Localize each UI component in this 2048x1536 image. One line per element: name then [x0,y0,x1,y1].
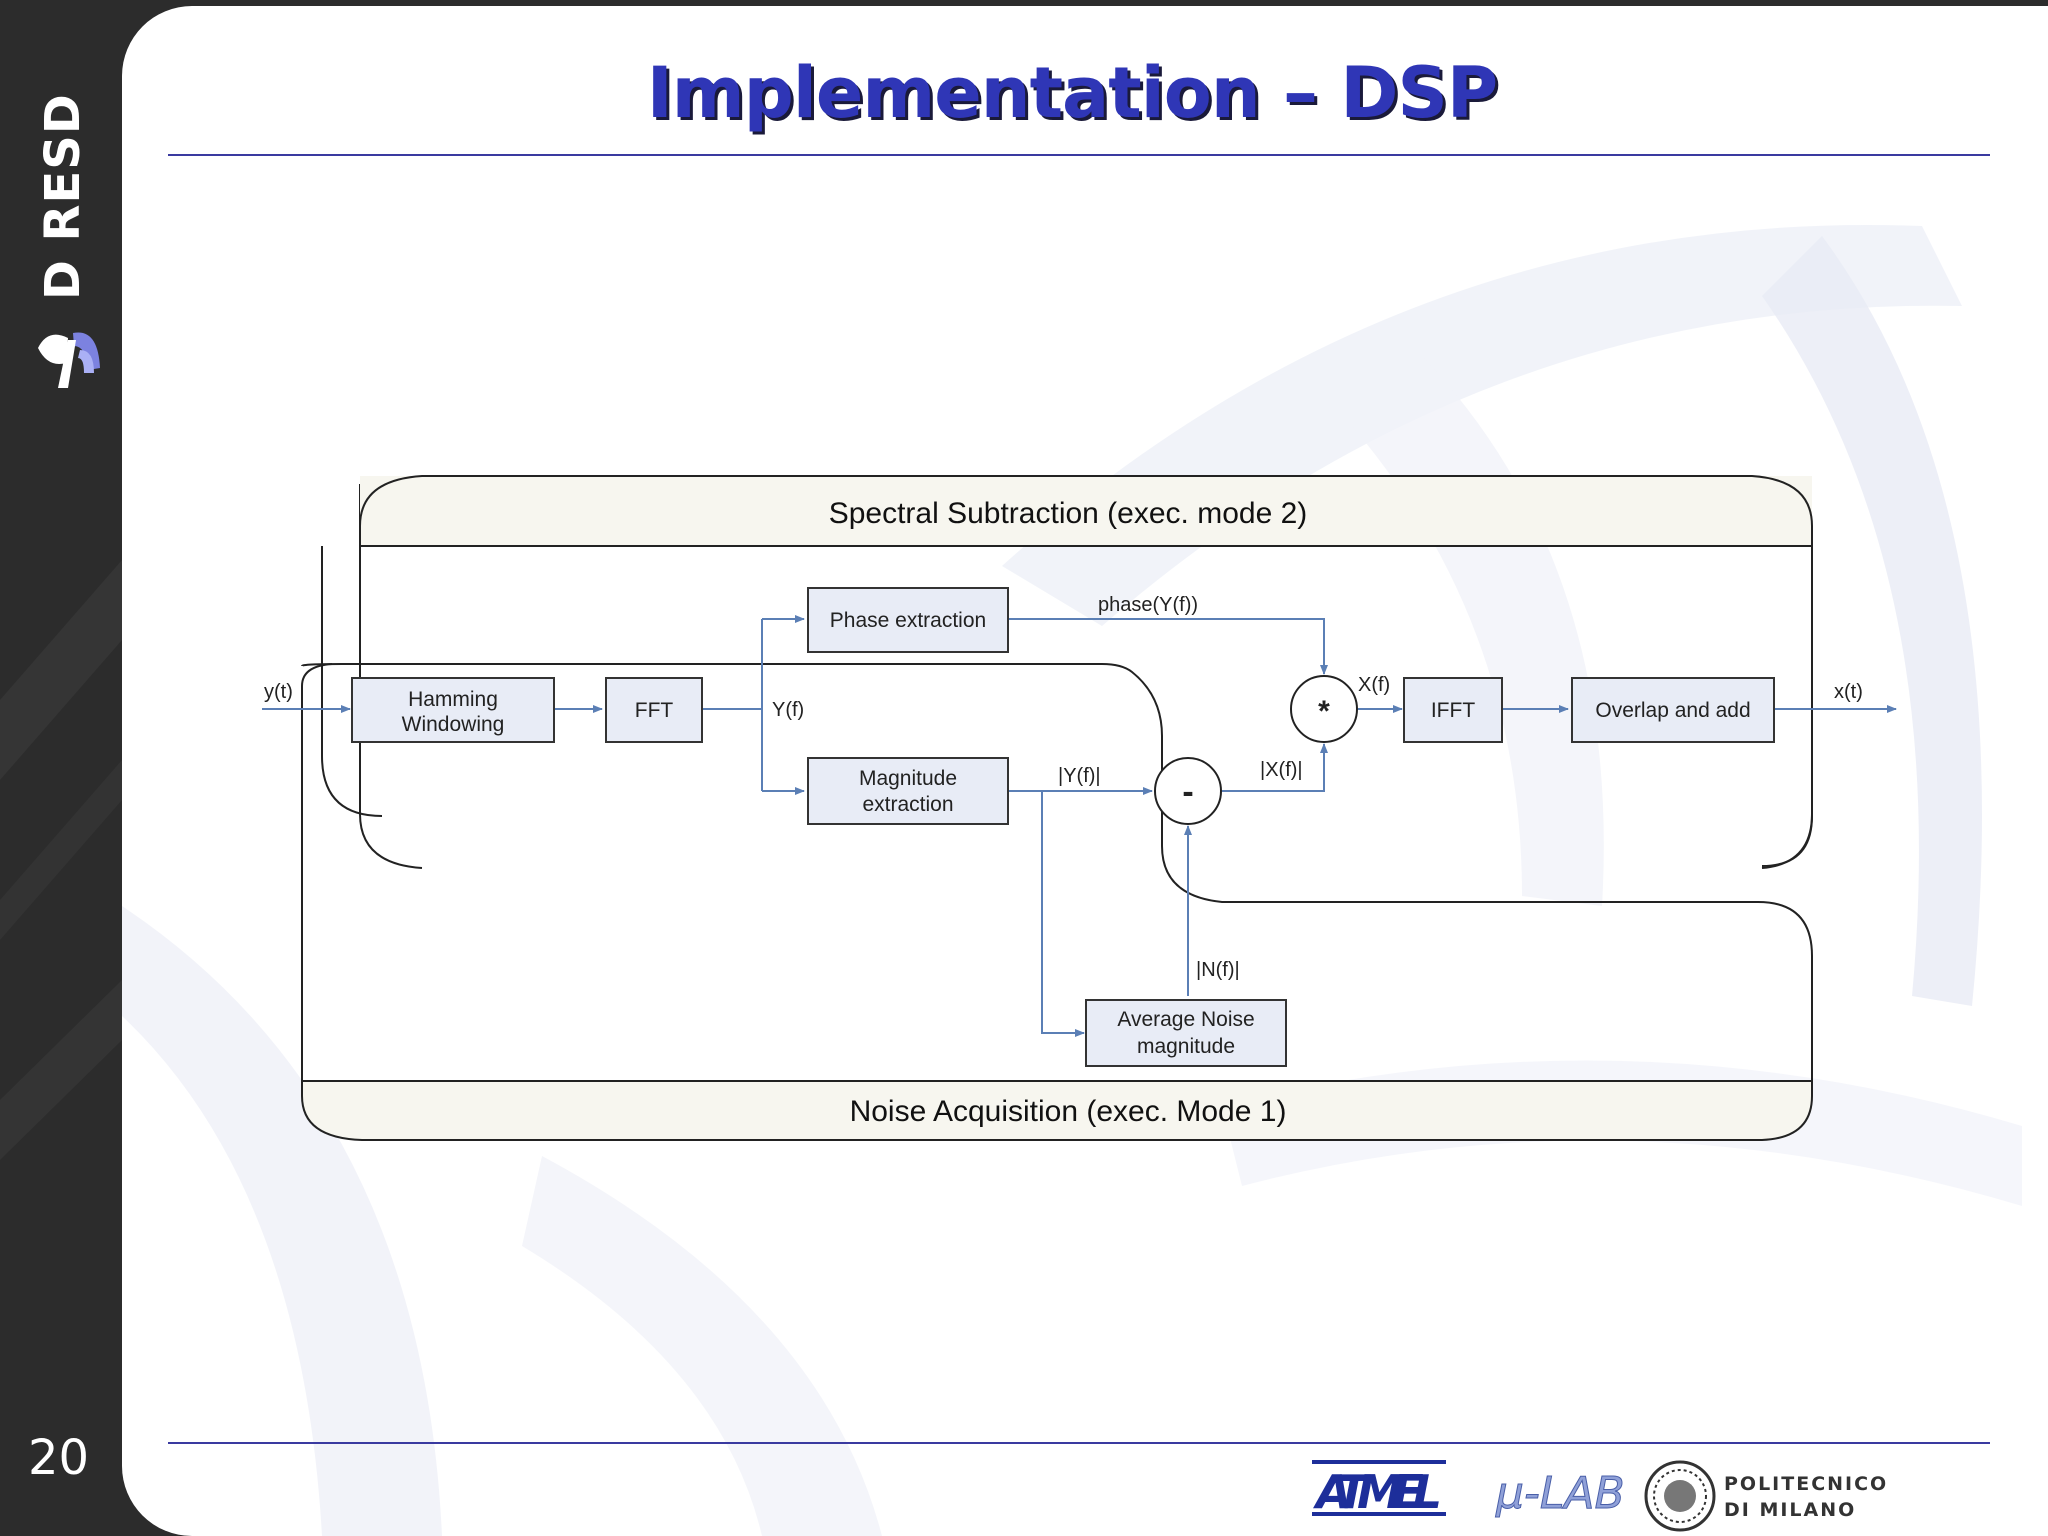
ifft-block [1403,677,1503,743]
signal-magnitude-label: |Y(f)| [1058,765,1101,787]
title-rule [168,154,1990,156]
slide: Implementation – DSP Spectral Subtractio… [122,6,2048,1536]
mulab-logo-text: μ-LAB [1495,1468,1625,1519]
signal-noise-label: |N(f)| [1196,959,1240,981]
polimi-line-2: DI MILANO [1724,1499,1856,1521]
atmel-logo-text: ATMEL [1313,1465,1442,1519]
hamming-label-2: Windowing [402,713,505,736]
fft-block [605,677,703,743]
mulab-logo-icon: μ-LAB [1495,1468,1626,1520]
phase-extraction-label: Phase extraction [830,609,986,632]
signal-spectrum-label: Y(f) [772,699,804,721]
panel-title-spectral: Spectral Subtraction (exec. mode 2) [829,497,1308,530]
overlap-add-block [1571,677,1775,743]
signal-clean-spectrum-label: X(f) [1358,674,1390,696]
hamming-label-1: Hamming [408,688,498,711]
brand-text: D RESD [35,93,91,300]
average-noise-block [1085,999,1287,1067]
ifft-label: IFFT [1431,699,1475,722]
panel-title-noise: Noise Acquisition (exec. Mode 1) [850,1095,1287,1128]
multiply-node [1290,675,1358,743]
magnitude-label-2: extraction [862,793,953,816]
subtract-symbol: - [1182,773,1193,811]
subtract-node [1154,757,1222,825]
signal-input-label: y(t) [264,681,293,703]
slide-title: Implementation – DSP [646,52,1498,134]
average-noise-label-1: Average Noise [1117,1008,1254,1031]
signal-output-label: x(t) [1834,681,1863,703]
signal-wires [262,615,1897,1037]
polimi-line-1: POLITECNICO [1724,1473,1888,1495]
phase-extraction-block [807,587,1009,653]
noise-acquisition-panel: Noise Acquisition (exec. Mode 1) [301,663,1813,1141]
sidebar-stripes [0,560,122,1160]
footer-rule [168,1442,1990,1444]
signal-clean-magnitude-label: |X(f)| [1260,759,1303,781]
spectral-subtraction-panel: Spectral Subtraction (exec. mode 2) [321,475,1813,869]
page-number: 20 [28,1430,90,1486]
overlap-add-label: Overlap and add [1595,699,1750,722]
dresd-logo-icon [38,332,100,388]
hamming-windowing-block [351,677,555,743]
average-noise-label-2: magnitude [1137,1035,1235,1058]
atmel-logo-icon: ATMEL [1312,1460,1446,1519]
magnitude-extraction-block [807,757,1009,825]
magnitude-label-1: Magnitude [859,767,957,790]
dsp-block-diagram: Spectral Subtraction (exec. mode 2) Nois… [262,475,1897,1141]
polimi-seal-icon [1644,1460,1716,1532]
footer-logos: ATMEL μ-LAB POLITECNICO DI MILANO [1312,1446,2012,1536]
signal-phase-label: phase(Y(f)) [1098,594,1198,616]
multiply-symbol: * [1318,695,1330,728]
fft-label: FFT [635,699,674,722]
sidebar: D RESD 20 [0,0,122,1536]
